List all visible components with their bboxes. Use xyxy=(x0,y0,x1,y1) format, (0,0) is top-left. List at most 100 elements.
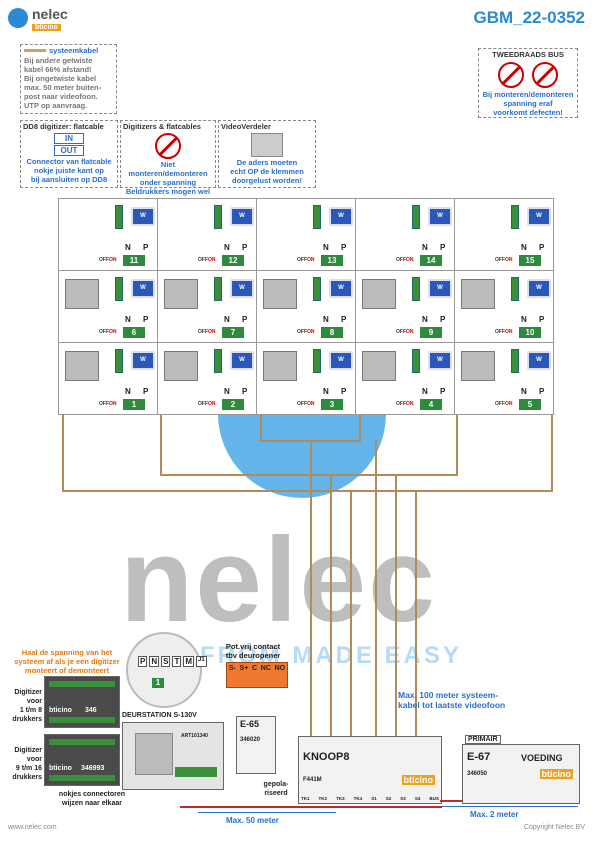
off-on-switch: OFFON xyxy=(495,329,513,335)
digitizer2-label: Digitizer voor 9 t/m 16 drukkers xyxy=(6,746,42,782)
line: 1 t/m 8 xyxy=(19,707,42,714)
monitor-icon: W xyxy=(329,279,353,298)
n-label: N xyxy=(422,387,428,396)
footer-copyright: Copyright Nelec BV xyxy=(523,824,585,831)
line: Pot.vrij contact xyxy=(225,642,281,651)
terminal-block-icon xyxy=(313,277,321,301)
term-label: M xyxy=(183,656,195,667)
deurstation-art: ART101340 xyxy=(181,733,208,739)
line: drukkers xyxy=(12,716,42,723)
unit-number: 1 xyxy=(123,399,145,410)
line: UTP op aanvraag. xyxy=(24,101,88,110)
e65-code: 346020 xyxy=(240,737,261,743)
knoop-code: F441M xyxy=(303,777,322,783)
line: De aders moeten xyxy=(236,158,298,167)
on-label: ON xyxy=(505,401,513,407)
digitizer-code: 346 xyxy=(85,707,97,714)
deurstation: ART101340 xyxy=(122,722,224,790)
n-label: N xyxy=(125,315,131,324)
off-on-switch: OFFON xyxy=(198,257,216,263)
terminal-block-icon xyxy=(214,205,222,229)
p-label: P xyxy=(341,387,347,396)
line: voor xyxy=(26,756,42,763)
video-distributor-icon xyxy=(362,279,396,309)
off-label: OFF xyxy=(396,257,406,263)
line: voorkomt defecten! xyxy=(493,108,563,117)
on-label: ON xyxy=(406,401,414,407)
n-label: N xyxy=(125,387,131,396)
riser-wire xyxy=(260,414,262,440)
e65-name: E-65 xyxy=(240,719,260,729)
p-label: P xyxy=(242,387,248,396)
logo-text: nelec xyxy=(32,6,68,22)
knoop-term: S2 xyxy=(385,796,392,801)
n-label: N xyxy=(521,315,527,324)
bus-wire xyxy=(62,490,553,492)
line: Bij monteren/demonteren xyxy=(482,90,574,99)
p-label: P xyxy=(143,387,149,396)
voeding-name: E-67 xyxy=(467,751,491,763)
terminal-block-icon xyxy=(313,205,321,229)
voeding-module: PRIMAIR E-67 VOEDING 346050 bticino xyxy=(462,735,580,804)
off-on-switch: OFFON xyxy=(297,329,315,335)
bus-wire xyxy=(180,806,442,808)
primair-label: PRIMAIR xyxy=(465,735,501,744)
unit-number: 11 xyxy=(123,255,145,266)
on-label: ON xyxy=(208,329,216,335)
n-label: N xyxy=(224,243,230,252)
relay-term: S- xyxy=(228,665,236,672)
footer-url[interactable]: www.nelec.com xyxy=(8,824,57,831)
note-title: Digitizers & flatcables xyxy=(123,122,201,131)
line: monteert of demonteert xyxy=(24,666,110,675)
on-label: ON xyxy=(109,257,117,263)
on-label: ON xyxy=(307,401,315,407)
e65-module: E-65 346020 xyxy=(236,716,276,774)
in-label: IN xyxy=(54,133,84,144)
note-tweedraads: TWEEDRAADS BUS Bij monteren/demonteren s… xyxy=(478,48,578,118)
riser-wire xyxy=(62,414,64,490)
on-label: ON xyxy=(208,401,216,407)
monitor-icon: W xyxy=(230,279,254,298)
note-dd8: DD8 digitizer: flatcable IN OUT Connecto… xyxy=(20,120,118,188)
off-on-switch: OFFON xyxy=(495,401,513,407)
term-label: N xyxy=(149,656,160,667)
video-distributor-icon xyxy=(263,279,297,309)
note-title: DD8 digitizer: flatcable xyxy=(23,122,104,131)
relay-term: NC xyxy=(260,665,271,672)
digitizer1: bticino 346 xyxy=(44,676,120,728)
off-label: OFF xyxy=(198,329,208,335)
n-label: N xyxy=(422,243,428,252)
p-label: P xyxy=(440,387,446,396)
off-on-switch: OFFON xyxy=(99,257,117,263)
video-distributor-icon xyxy=(362,351,396,381)
line: 9 t/m 16 xyxy=(15,765,42,772)
off-label: OFF xyxy=(495,401,505,407)
p-label: P xyxy=(143,243,149,252)
monitor-icon: W xyxy=(527,207,551,226)
riser-wire xyxy=(551,414,553,490)
on-label: ON xyxy=(307,257,315,263)
p-label: P xyxy=(341,243,347,252)
note-videoverdeler: VideoVerdeler De aders moeten echt OP de… xyxy=(218,120,316,188)
term-label: T xyxy=(172,656,182,667)
n-label: N xyxy=(224,387,230,396)
max100-label: Max. 100 meter systeem- kabel tot laatst… xyxy=(398,690,505,710)
off-on-switch: OFFON xyxy=(198,401,216,407)
video-distributor-icon xyxy=(164,279,198,309)
brand-label: bticino xyxy=(539,769,573,779)
off-label: OFF xyxy=(495,329,505,335)
video-distributor-icon xyxy=(461,351,495,381)
warning-text: Haal de spanning van het systeem af als … xyxy=(8,648,126,675)
off-label: OFF xyxy=(99,401,109,407)
brand-label: bticino xyxy=(401,775,435,785)
on-label: ON xyxy=(109,329,117,335)
line: Haal de spanning van het xyxy=(21,648,113,657)
monitor-icon: W xyxy=(131,207,155,226)
relay-block: S- S+ C NC NO xyxy=(226,662,288,688)
on-label: ON xyxy=(505,257,513,263)
n-label: N xyxy=(422,315,428,324)
